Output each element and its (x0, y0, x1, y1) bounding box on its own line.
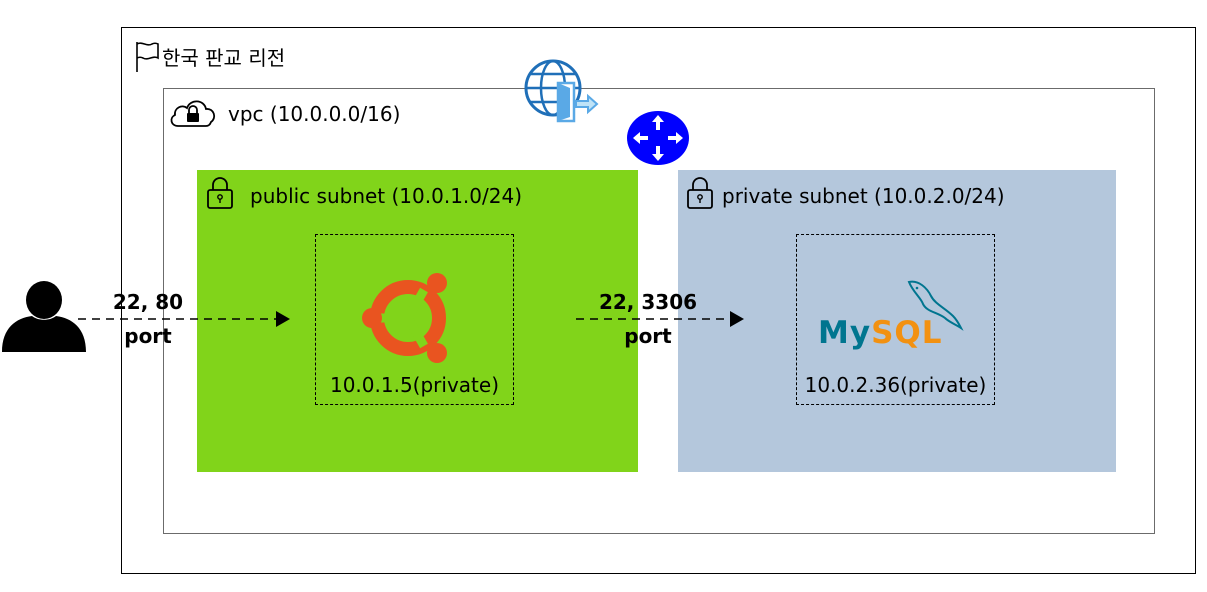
ubuntu-instance[interactable] (315, 234, 514, 405)
public-subnet-label: public subnet (10.0.1.0/24) (250, 184, 522, 208)
ubuntu-logo-icon (362, 273, 447, 363)
mysql-wordmark: MySQL (818, 315, 943, 351)
mysql-instance-ip: 10.0.2.36(private) (804, 373, 987, 397)
connection-1-ports: 22, 80 (112, 290, 184, 314)
private-subnet (678, 170, 1116, 472)
mysql-wordmark-sql: SQL (871, 315, 943, 351)
arrow-ubuntu-to-mysql (576, 311, 744, 327)
vpc-label: vpc (10.0.0.0/16) (228, 102, 401, 126)
arrow-user-to-ubuntu (78, 311, 290, 327)
connection-1-unit: port (124, 324, 172, 348)
router-icon (627, 111, 689, 165)
cloud-lock-icon (170, 100, 216, 127)
region-boundary (121, 27, 1196, 574)
connection-2-unit: port (624, 324, 672, 348)
padlock-icon (687, 177, 713, 209)
internet-gateway-icon (524, 59, 599, 123)
public-subnet (197, 170, 638, 472)
connection-2-ports: 22, 3306 (598, 290, 698, 314)
private-subnet-label: private subnet (10.0.2.0/24) (722, 184, 1005, 208)
region-label: 한국 판교 리전 (162, 46, 286, 70)
flag-icon (136, 42, 159, 72)
mysql-instance[interactable] (796, 234, 995, 405)
user-icon (2, 281, 86, 352)
mysql-logo-icon (907, 280, 964, 331)
padlock-icon (207, 177, 233, 209)
vpc-boundary (163, 88, 1155, 534)
ubuntu-instance-ip: 10.0.1.5(private) (329, 373, 499, 397)
